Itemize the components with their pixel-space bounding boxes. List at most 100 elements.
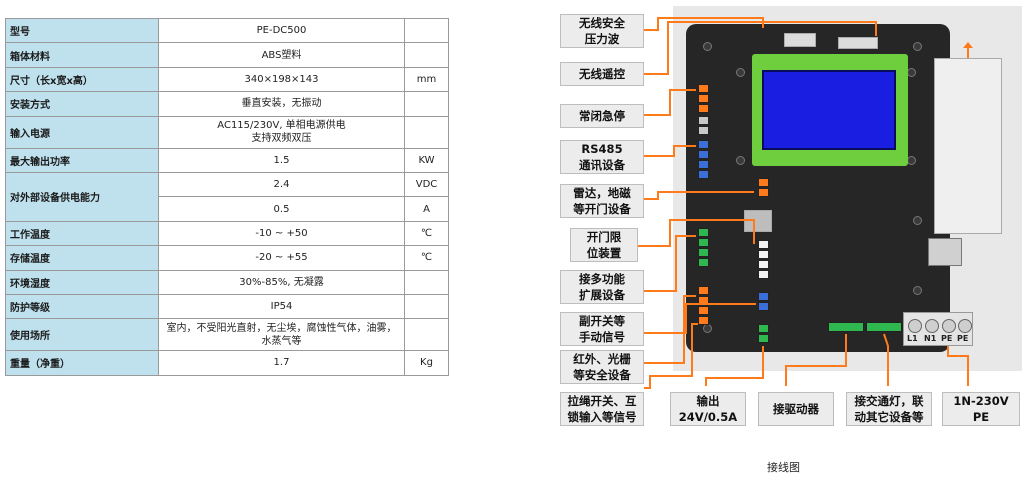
- callout-radar-text: 雷达，地磁 等开门设备: [573, 186, 631, 216]
- power-value-line2: 支持双频双压: [251, 133, 312, 145]
- table-row: 重量（净重） 1.7 Kg: [5, 350, 449, 376]
- callout-traffic-text: 接交通灯，联 动其它设备等: [854, 394, 924, 424]
- install-label: 安装方式: [5, 91, 159, 117]
- leader-safety-wave: [644, 17, 764, 31]
- leader-traffic: [883, 333, 889, 386]
- leader-radar: [644, 191, 754, 200]
- callout-driver-text: 接驱动器: [773, 402, 819, 416]
- terminal-traffic: [866, 322, 902, 332]
- store-temp-label: 存储温度: [5, 245, 159, 271]
- callout-radar: 雷达，地磁 等开门设备: [560, 184, 644, 218]
- weight-label: 重量（净重）: [5, 350, 159, 376]
- terminal-output: [758, 334, 769, 343]
- remote-connector: [838, 37, 878, 49]
- lcd-screen: [762, 70, 896, 150]
- terminal-radar: [758, 188, 769, 197]
- power-value-line1: AC115/230V, 单相电源供电: [217, 120, 346, 132]
- table-row: 输入电源 AC115/230V, 单相电源供电 支持双频双压: [5, 115, 449, 149]
- terminal-expand: [698, 258, 709, 267]
- humidity-label: 环境湿度: [5, 269, 159, 295]
- material-value: ABS塑料: [158, 42, 405, 68]
- mount-hole: [736, 156, 745, 165]
- humidity-value: 30%-85%, 无凝露: [158, 269, 405, 295]
- model-value: PE-DC500: [158, 17, 405, 44]
- model-label: 型号: [5, 17, 159, 44]
- callout-safety-wave: 无线安全 压力波: [560, 14, 644, 48]
- supply-current-value: 0.5: [158, 196, 405, 222]
- terminal-driver: [828, 322, 864, 332]
- size-unit: mm: [404, 66, 449, 93]
- psu-label-pe2: PE: [957, 334, 969, 343]
- callout-traffic: 接交通灯，联 动其它设备等: [846, 392, 932, 426]
- table-row: 安装方式 垂直安装，无振动: [5, 91, 449, 117]
- callout-estop-text: 常闭急停: [579, 109, 625, 123]
- table-row: 对外部设备供电能力 2.4 VDC: [5, 171, 449, 222]
- maxpower-label: 最大输出功率: [5, 147, 159, 173]
- supply-current-unit: A: [404, 196, 449, 222]
- store-temp-value: -20 ~ +55: [158, 245, 405, 271]
- callout-ir-text: 红外、光栅 等安全设备: [573, 352, 631, 382]
- terminal-aux: [758, 292, 769, 301]
- leader-rs485: [644, 145, 696, 157]
- terminal-estop: [698, 84, 709, 93]
- leader-estop: [644, 89, 696, 116]
- terminal-expand: [698, 238, 709, 247]
- psu-label-l1: L1: [907, 334, 918, 343]
- table-row: 存储温度 -20 ~ +55 ℃: [5, 245, 449, 271]
- leader-output: [705, 346, 764, 386]
- ip-label: 防护等级: [5, 293, 159, 320]
- wireless-safety-connector: [784, 33, 816, 47]
- screw-terminal: [925, 319, 939, 333]
- leader-pull: [644, 323, 698, 389]
- table-row: 型号 PE-DC500: [5, 17, 449, 44]
- terminal-expand: [698, 248, 709, 257]
- callout-remote-text: 无线遥控: [579, 67, 625, 81]
- screw-terminal: [942, 319, 956, 333]
- terminal-output: [758, 324, 769, 333]
- callout-aux: 副开关等 手动信号: [560, 312, 644, 346]
- terminal-rs485: [698, 160, 709, 169]
- weight-value: 1.7: [158, 350, 405, 376]
- terminal-rs485: [698, 170, 709, 179]
- terminal-estop: [698, 126, 709, 135]
- terminal-rs485: [698, 140, 709, 149]
- psu-label-n1: N1: [924, 334, 937, 343]
- callout-driver: 接驱动器: [758, 392, 834, 426]
- leader-driver: [785, 334, 847, 386]
- callout-output: 输出 24V/0.5A: [670, 392, 746, 426]
- install-value: 垂直安装，无振动: [158, 91, 405, 117]
- humidity-unit: [404, 269, 449, 295]
- supply-label: 对外部设备供电能力: [5, 171, 159, 222]
- terminal-radar: [758, 178, 769, 187]
- supply-voltage-value: 2.4: [158, 171, 405, 198]
- usage-unit: [404, 318, 449, 352]
- callout-safety-wave-text: 无线安全 压力波: [579, 16, 625, 46]
- table-row: 防护等级 IP54: [5, 293, 449, 320]
- leader-ir: [644, 295, 696, 364]
- leader-lines: [638, 17, 973, 389]
- arrow-head: [963, 42, 973, 48]
- leader-expand: [644, 235, 696, 292]
- callout-expand: 接多功能 扩展设备: [560, 270, 644, 304]
- terminal-pull: [698, 316, 709, 325]
- mount-hole: [913, 42, 922, 51]
- model-unit: [404, 17, 449, 44]
- callout-limit-text: 开门限 位装置: [586, 230, 622, 260]
- callout-rs485-text: RS485 通讯设备: [579, 142, 625, 172]
- callout-power: 1N-230V PE: [942, 392, 1020, 426]
- material-label: 箱体材料: [5, 42, 159, 68]
- power-label: 输入电源: [5, 115, 159, 149]
- weight-unit: Kg: [404, 350, 449, 376]
- power-unit: [404, 115, 449, 149]
- mount-hole: [913, 216, 922, 225]
- table-row: 箱体材料 ABS塑料: [5, 42, 449, 68]
- callout-remote: 无线遥控: [560, 62, 644, 86]
- usage-value: 室内，不受阳光直射，无尘埃，腐蚀性气体，油雾，水蒸气等: [158, 318, 405, 352]
- maxpower-value: 1.5: [158, 147, 405, 173]
- callout-expand-text: 接多功能 扩展设备: [579, 272, 625, 302]
- material-unit: [404, 42, 449, 68]
- spec-table: 型号 PE-DC500 箱体材料 ABS塑料 尺寸（长x宽x高） 340×198…: [5, 17, 449, 376]
- wiring-diagram: L1 N1 PE PE 无线安全 压力波 无线遥控 常闭急停 RS485 通讯设…: [558, 6, 1022, 434]
- mount-hole: [913, 286, 922, 295]
- terminal-estop: [698, 94, 709, 103]
